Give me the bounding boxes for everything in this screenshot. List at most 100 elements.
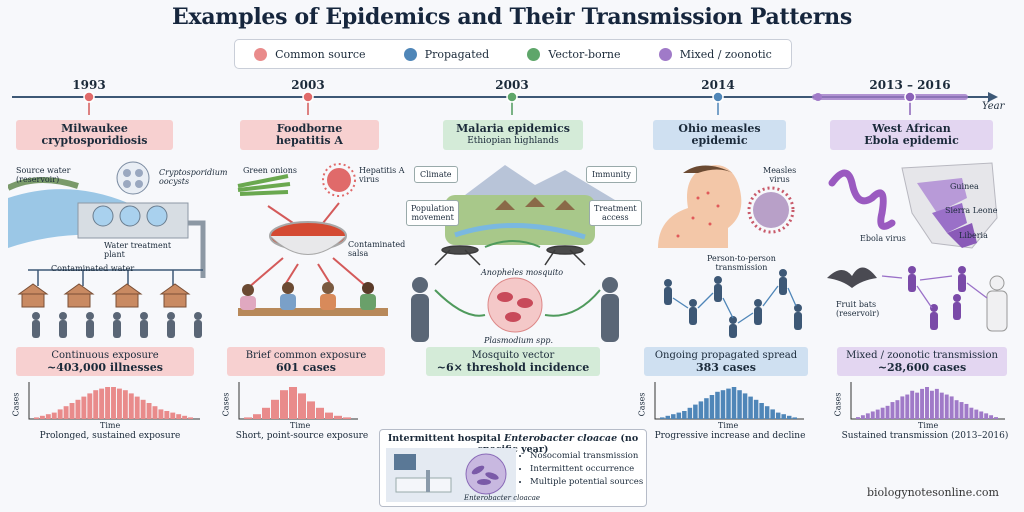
curve-bar bbox=[974, 409, 979, 419]
curve-bar bbox=[271, 399, 279, 419]
curve-bar bbox=[994, 417, 998, 419]
curve-bar bbox=[964, 403, 969, 419]
timeline-range-start bbox=[814, 93, 822, 101]
legend-label: Vector-borne bbox=[548, 47, 621, 61]
curve-bar bbox=[51, 412, 57, 419]
bullet-item: Nosocomial transmission bbox=[530, 450, 643, 463]
curve-bar bbox=[731, 387, 737, 419]
curve-caption: Progressive increase and decline bbox=[654, 431, 806, 441]
curve-bar bbox=[128, 393, 134, 419]
legend-common-source: Common source bbox=[254, 47, 366, 61]
curve-bar bbox=[709, 395, 715, 419]
curve-bar bbox=[343, 417, 351, 419]
curve-bar bbox=[105, 387, 111, 419]
hospital-panel: Intermittent hospital Enterobacter cloac… bbox=[379, 429, 647, 507]
curve-bar bbox=[158, 409, 164, 419]
curve-bar bbox=[885, 405, 890, 419]
label-fruit-bats: Fruit bats(reservoir) bbox=[836, 300, 880, 318]
name-line: Foodborne bbox=[276, 122, 343, 135]
curve-bar bbox=[111, 387, 116, 419]
legend-vector-borne: Vector-borne bbox=[527, 47, 621, 61]
person-icon bbox=[411, 277, 619, 342]
curve-bar bbox=[969, 407, 974, 419]
label-liberia: Liberia bbox=[959, 231, 988, 240]
curve-bar bbox=[929, 390, 934, 419]
name-line: Malaria epidemics bbox=[456, 122, 570, 135]
stat-line: Brief common exposure bbox=[245, 349, 367, 361]
curve-bar bbox=[737, 390, 742, 419]
curve-bar bbox=[715, 391, 720, 419]
mosquito-icon bbox=[434, 245, 586, 266]
name-line: West African bbox=[872, 122, 951, 135]
scene-measles bbox=[658, 165, 802, 338]
name-line: Ohio measles bbox=[678, 122, 761, 135]
timeline bbox=[12, 91, 998, 115]
curve-bar bbox=[984, 413, 989, 419]
curve-bar bbox=[934, 388, 939, 419]
curve-bar bbox=[182, 415, 188, 419]
curve-bar bbox=[99, 388, 105, 419]
legend-label: Propagated bbox=[424, 47, 490, 61]
curve-bar bbox=[905, 394, 910, 419]
curve-bar bbox=[325, 412, 333, 419]
legend-propagated: Propagated bbox=[403, 47, 490, 61]
curve-bar bbox=[134, 396, 140, 419]
name-line: cryptosporidiosis bbox=[41, 134, 148, 147]
year-label: 2003 bbox=[291, 78, 325, 92]
curve-bar bbox=[280, 390, 288, 419]
bullet-item: Multiple potential sources bbox=[530, 476, 643, 489]
curve-bar bbox=[170, 412, 176, 419]
curve-bar bbox=[875, 409, 880, 419]
scene-milwaukee bbox=[8, 161, 206, 338]
curve-bar bbox=[726, 388, 731, 419]
curve-bar bbox=[939, 392, 944, 419]
curve-bar bbox=[307, 401, 315, 419]
curve-bar bbox=[93, 390, 99, 419]
plasmodium-icon bbox=[487, 277, 543, 333]
curve-bar bbox=[759, 403, 764, 419]
legend-label: Common source bbox=[275, 47, 366, 61]
name-line: Ebola epidemic bbox=[864, 134, 959, 147]
year-label: 2013 – 2016 bbox=[869, 78, 951, 92]
measles-virus-icon bbox=[753, 192, 789, 228]
curve-bar bbox=[925, 387, 929, 419]
curve-bar bbox=[164, 411, 170, 419]
curve-bar bbox=[920, 388, 925, 419]
label-contaminated-water: Contaminated water bbox=[51, 264, 135, 273]
epi-curve-milwaukee bbox=[28, 382, 200, 420]
stat-milwaukee: Continuous exposure~403,000 illnesses bbox=[16, 347, 194, 376]
bat-icon bbox=[827, 267, 877, 288]
curve-bar bbox=[915, 392, 920, 419]
curve-bar bbox=[865, 413, 870, 419]
curve-bar bbox=[87, 393, 93, 419]
legend-dot-common bbox=[254, 47, 268, 61]
bullet-item: Intermittent occurrence bbox=[530, 463, 643, 476]
curve-bar bbox=[880, 407, 885, 419]
curve-bar bbox=[954, 400, 959, 419]
epi-curve-measles bbox=[654, 382, 804, 420]
stat-line: Mixed / zoonotic transmission bbox=[846, 349, 998, 361]
curve-bar bbox=[289, 387, 297, 419]
curve-bar bbox=[704, 398, 709, 419]
legend: Common source Propagated Vector-borne Mi… bbox=[234, 39, 792, 69]
ebola-virus-icon bbox=[828, 169, 896, 230]
label-enterobacter: Enterobacter cloacae bbox=[464, 494, 541, 502]
curve-bar bbox=[687, 407, 693, 419]
name-subline: Ethiopian highlands bbox=[467, 136, 559, 146]
curve-bar bbox=[753, 399, 759, 419]
curve-bar bbox=[682, 411, 687, 419]
page-title: Examples of Epidemics and Their Transmis… bbox=[172, 4, 852, 30]
epi-curve-ebola bbox=[850, 382, 1005, 420]
footer-credit: biologynotesonline.com bbox=[867, 486, 999, 499]
curve-bar bbox=[262, 407, 270, 419]
year-label: 2003 bbox=[495, 78, 529, 92]
x-axis-label: Time bbox=[918, 421, 939, 430]
stat-malaria: Mosquito vector~6× threshold incidence bbox=[426, 347, 600, 376]
person-icon bbox=[664, 269, 802, 338]
